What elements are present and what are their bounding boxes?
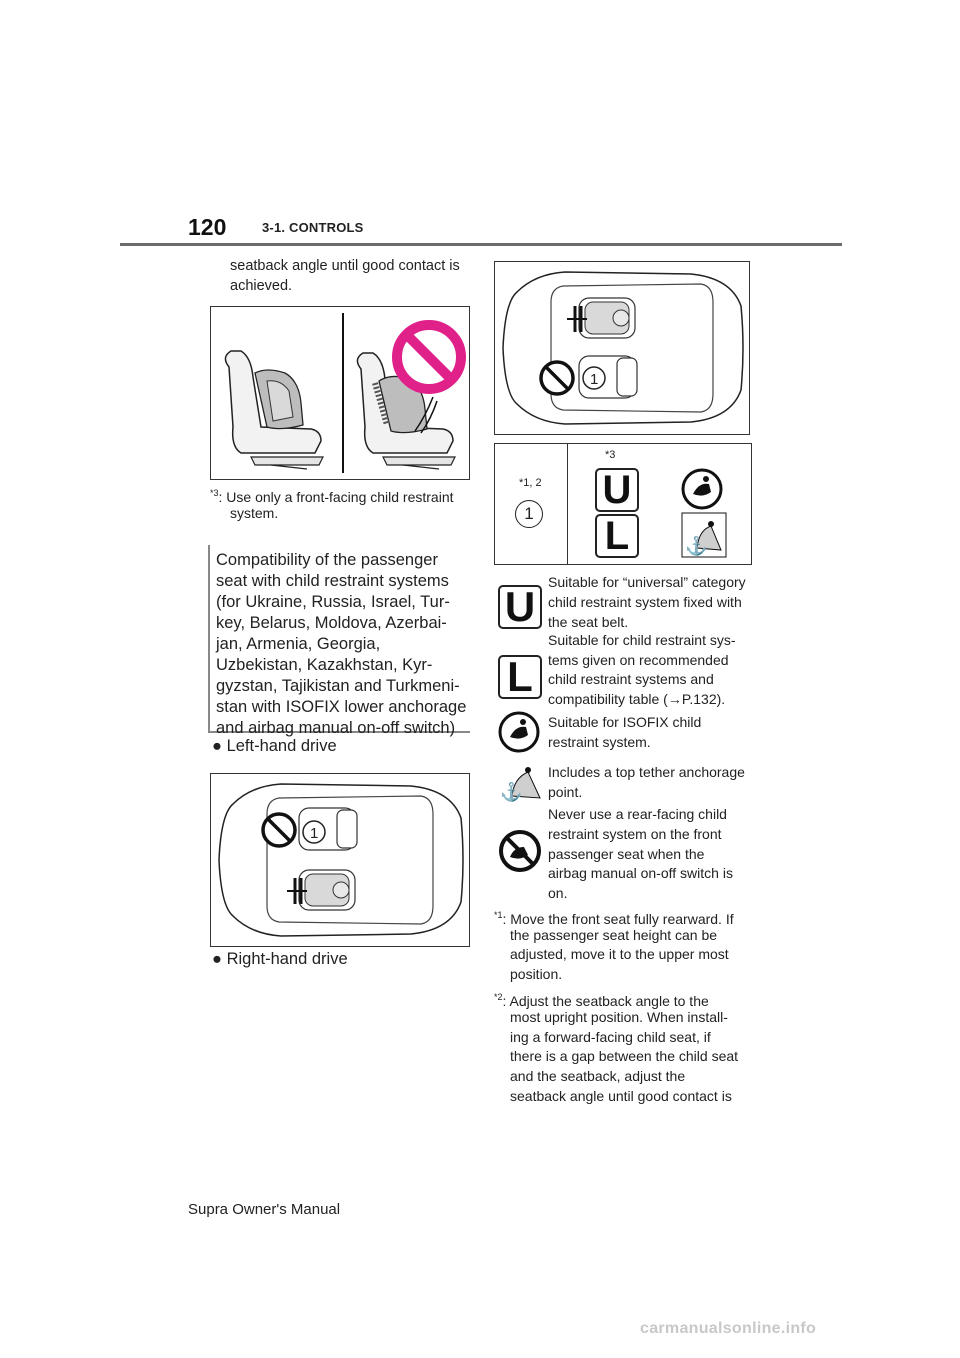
legend-u-line-2: the seat belt. [548,614,629,630]
bullet-dot: ● [212,950,222,968]
svg-text:⚓: ⚓ [685,535,707,556]
note-2-line-4: and the seatback, adjust the [510,1068,686,1084]
legend-isofix-line-0: Suitable for ISOFIX child [548,714,702,730]
top-tether-icon: ⚓ [681,512,727,563]
legend-rear-line-2: passenger seat when the [548,846,705,862]
seat-number-1: 1 [310,825,318,842]
intro-line-1: seatback angle until good contact is [230,258,460,274]
section-title: 3-1. CONTROLS [262,220,364,235]
no-rear-facing-small-icon [261,812,297,848]
legend-rear-line-0: Never use a rear-facing child [548,806,727,822]
compatibility-table: *1, 2 1 *3 U L ⚓ [494,443,752,565]
seat-number-1: 1 [590,371,598,388]
legend-u-line-0: Suitable for “universal” category [548,574,746,590]
legend-isofix-line-1: restraint system. [548,734,651,750]
bullet-dot: ● [212,737,222,755]
legend-rear-line-1: restraint system on the front [548,826,722,842]
rhd-car-figure: 1 [494,261,750,435]
intro-line-2: achieved. [230,278,293,294]
seat-angle-figure [210,306,470,480]
compat-line-2: (for Ukraine, Russia, Israel, Tur- [216,593,450,611]
legend-l-line-3: compatibility table (→P.132). [548,691,726,707]
isofix-icon [681,468,723,515]
note-3-line-2: system. [230,505,279,521]
note-1-line-3: position. [510,966,563,982]
bullet-right-hand-drive: ● Right-hand drive [212,950,348,969]
legend-isofix-icon [498,711,540,758]
svg-text:⚓: ⚓ [500,781,522,802]
seat-number-1-badge: 1 [515,500,543,528]
note-2-line-2: ing a forward-facing child seat, if [510,1029,711,1045]
note-2-line-1: most upright position. When install- [510,1009,728,1025]
legend-rear-line-3: airbag manual on-off switch is [548,865,733,881]
table-col1-header: *1, 2 [519,477,542,489]
note-1-line-2: adjusted, move it to the upper most [510,946,729,962]
svg-text:1: 1 [310,825,318,842]
compat-line-0: Compatibility of the passenger [216,551,438,569]
legend-l-line-0: Suitable for child restraint sys- [548,632,736,648]
compat-line-6: gyzstan, Tajikistan and Turkmeni- [216,677,460,695]
header-rule [120,243,842,246]
legend-tether-line-1: point. [548,784,583,800]
note-2-line-3: there is a gap between the child seat [510,1048,739,1064]
note-3-line-1: : Use only a front-facing child restrain… [218,489,454,505]
bullet-rhd-label: Right-hand drive [226,950,348,968]
note-2-line-0: : Adjust the seatback angle to the [502,993,709,1009]
lhd-car-figure: 1 [210,773,470,947]
note-3-marker: *3 [210,488,219,498]
correct-seat-drawing [224,350,324,470]
compat-line-8: and airbag manual on-off switch) [216,719,456,737]
bullet-left-hand-drive: ● Left-hand drive [212,737,337,756]
note-2-line-5: seatback angle until good contact is [510,1088,732,1104]
watermark: carmanualsonline.info [640,1320,817,1337]
legend-no-rear-facing-icon [498,829,542,878]
manual-title: Supra Owner's Manual [188,1201,341,1218]
legend-u-line-1: child restraint system fixed with [548,594,742,610]
compat-line-7: stan with ISOFIX lower anchorage [216,698,467,716]
note-1-marker: *1 [494,910,503,920]
seat-angle-illustration [224,313,466,473]
note-1-line-1: the passenger seat height can be [510,927,718,943]
legend-rear-line-4: on. [548,885,568,901]
legend-l-line-1: tems given on recommended [548,652,729,668]
note-2-marker: *2 [494,992,503,1002]
table-divider [567,444,568,564]
lhd-car-diagram: 1 [218,783,464,937]
universal-u-icon: U [595,468,639,512]
compat-line-4: jan, Armenia, Georgia, [216,635,381,653]
no-rear-facing-small-icon [539,360,575,396]
legend-tether-line-0: Includes a top tether anchorage [548,764,745,780]
compat-line-5: Uzbekistan, Kazakhstan, Kyr- [216,656,433,674]
prohibited-icon [392,320,466,394]
compat-line-3: key, Belarus, Moldova, Azerbai- [216,614,447,632]
bullet-lhd-label: Left-hand drive [226,737,337,755]
svg-text:1: 1 [590,371,598,388]
legend-top-tether-icon: ⚓ [498,762,544,807]
legend-u-icon: U [498,585,542,629]
rhd-car-diagram: 1 [502,271,744,425]
note-3: *3: Use only a front-facing child restra… [210,484,470,508]
note-2: *2: Adjust the seatback angle to the [494,988,709,1012]
compatibility-heading-box [208,545,470,733]
page-number: 120 [188,214,227,240]
note-1-line-0: : Move the front seat fully rearward. If [502,911,734,927]
semi-universal-l-icon: L [595,514,639,558]
table-col2-header: *3 [605,449,616,461]
legend-l-line-2: child restraint systems and [548,671,714,687]
compat-line-1: seat with child restraint systems [216,572,449,590]
legend-l-icon: L [498,655,542,699]
note-1: *1: Move the front seat fully rearward. … [494,906,734,930]
